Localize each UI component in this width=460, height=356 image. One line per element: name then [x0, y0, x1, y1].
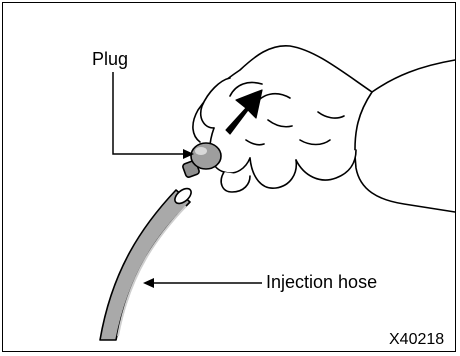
plug-icon — [182, 143, 221, 178]
figure-code: X40218 — [389, 332, 444, 348]
injection-hose-label: Injection hose — [266, 273, 377, 291]
plug-label: Plug — [92, 50, 128, 68]
hose-leader-line — [143, 278, 262, 288]
plug-leader-line — [113, 72, 194, 159]
injection-hose — [100, 186, 194, 340]
